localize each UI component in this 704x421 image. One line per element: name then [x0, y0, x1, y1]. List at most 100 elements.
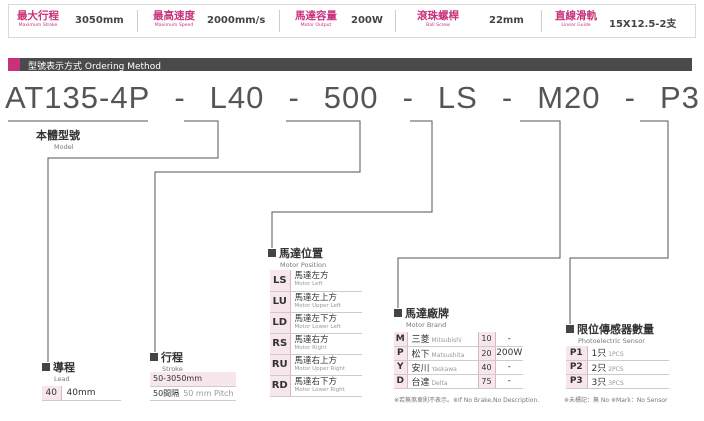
- table-row: 50-3050mm: [150, 372, 236, 387]
- brand-code: Y: [394, 360, 408, 375]
- divider: [395, 10, 396, 32]
- sensor-note: ※未標記：無 No ※Mark：No Sensor: [564, 397, 668, 404]
- spec-label-en: Ball Screw: [426, 23, 450, 28]
- sensor-qty-zh: 2只: [591, 363, 607, 374]
- wattage-value: -: [495, 332, 523, 347]
- spec-value: 3050mm: [75, 15, 124, 26]
- stroke-interval-zh: 50間隔: [153, 388, 180, 398]
- model-part-sensor: P3: [659, 80, 700, 115]
- motor-brand-note: ※若無煞車則不表示。※If No Brake,No Description.: [394, 397, 540, 404]
- wattage-value: 200W: [495, 346, 523, 361]
- motor-position-code: LU: [270, 291, 291, 313]
- motor-position-code: LD: [270, 312, 291, 334]
- connector-sensor: [569, 120, 669, 324]
- brand-name-en: Yaskawa: [431, 365, 457, 373]
- sensor-qty-en: 3PCS: [608, 379, 624, 387]
- spec-label: 最大行程: [17, 10, 59, 22]
- brand-name-zh: 安川: [411, 363, 430, 374]
- motor-position-en: Motor Lower Right: [294, 386, 345, 393]
- wattage-code: 40: [477, 360, 496, 375]
- motor-position-zh: 馬達右上方: [294, 355, 338, 366]
- motor-position-zh: 馬達右方: [294, 334, 329, 345]
- model-part-base: AT135-4P: [5, 80, 151, 115]
- brand-name-en: Mitsubishi: [431, 337, 462, 345]
- bullet-square: [150, 353, 158, 361]
- stroke-title: 行程 Stroke: [150, 346, 183, 373]
- divider: [137, 10, 138, 32]
- bullet-square: [394, 309, 402, 317]
- lead-title-zh: 導程: [53, 361, 75, 374]
- spec-label-en: Linear Guide: [561, 23, 591, 28]
- motor-position-title-zh: 馬達位置: [279, 247, 323, 260]
- table-row: 40 40mm: [42, 386, 121, 401]
- motor-position-zh: 馬達左上方: [294, 292, 338, 303]
- model-separator: -: [288, 80, 300, 115]
- connector-lead: [47, 120, 219, 362]
- model-part-motor-brand: M20: [537, 80, 601, 115]
- motor-position-en: Motor Upper Right: [294, 365, 346, 372]
- sensor-qty-zh: 1只: [591, 349, 607, 360]
- section-title: 型號表示方式 Ordering Method: [28, 62, 161, 72]
- lead-title-en: Lead: [54, 375, 70, 383]
- motor-position-code: RS: [270, 333, 291, 355]
- motor-position-title: 馬達位置 Motor Position: [268, 242, 326, 269]
- divider: [279, 10, 280, 32]
- brand-name-zh: 三菱: [411, 335, 430, 346]
- stroke-title-en: Stroke: [162, 365, 183, 373]
- motor-brand-title-en: Motor Brand: [406, 321, 447, 329]
- motor-brand-title: 馬達廠牌 Motor Brand: [394, 302, 449, 329]
- section-marker: [8, 58, 20, 71]
- stroke-title-zh: 行程: [161, 351, 183, 364]
- connector-motor-position: [271, 120, 433, 248]
- spec-label: 滾珠螺桿: [417, 10, 459, 22]
- stroke-range: 50-3050mm: [150, 372, 236, 387]
- brand-name-en: Delta: [431, 379, 448, 387]
- spec-label: 馬達容量: [295, 10, 337, 22]
- connector-motor-brand: [397, 120, 561, 308]
- spec-label-en: Motor Output: [300, 23, 332, 28]
- model-part-motor-position: LS: [437, 80, 478, 115]
- sensor-code: P2: [566, 360, 588, 375]
- motor-position-zh: 馬達左下方: [294, 313, 338, 324]
- model-separator: -: [174, 80, 186, 115]
- motor-position-code: LS: [270, 270, 291, 292]
- brand-code: M: [394, 332, 408, 347]
- lead-value: 40mm: [61, 386, 121, 401]
- motor-position-zh: 馬達左方: [294, 271, 329, 282]
- spec-label: 最高速度: [153, 10, 195, 22]
- stroke-interval-en: 50 mm Pitch: [183, 388, 234, 398]
- bullet-square: [42, 363, 50, 371]
- sensor-title: 限位傳感器數量 Photoelectric Sensor: [566, 318, 654, 345]
- brand-name-zh: 松下: [411, 349, 430, 360]
- sensor-code: P1: [566, 346, 588, 361]
- spec-value: 2000mm/s: [207, 15, 266, 26]
- bullet-square: [566, 325, 574, 333]
- lead-title: 導程 Lead: [42, 356, 75, 383]
